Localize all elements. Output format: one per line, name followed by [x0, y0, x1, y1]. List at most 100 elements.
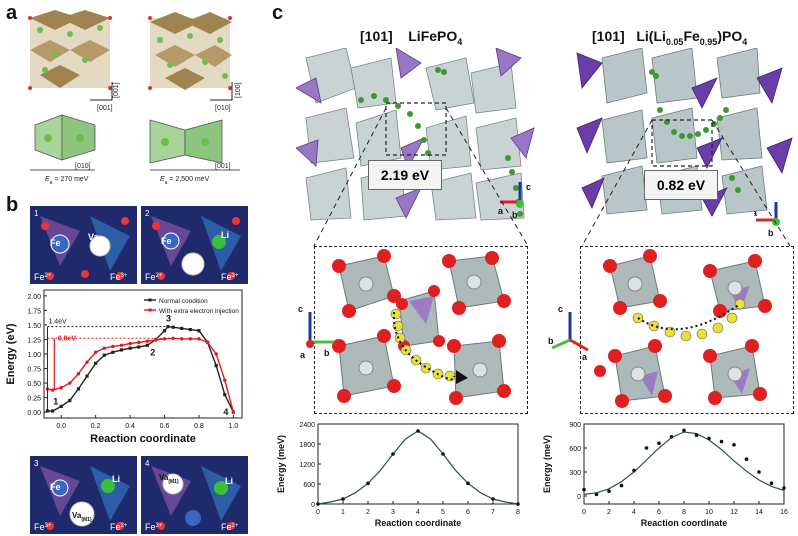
ion-label: Fe3+	[110, 272, 128, 282]
data-point	[171, 325, 175, 329]
axis-triad-zoom-right: c b a	[548, 304, 589, 360]
plot-frame	[583, 423, 785, 505]
data-point	[94, 361, 98, 365]
data-point	[50, 388, 55, 392]
state-number: 1	[53, 396, 58, 406]
data-point	[85, 360, 89, 364]
series-line	[47, 325, 235, 413]
inset-number: 1	[34, 209, 39, 218]
inset-1: 1 Fe Va(M1) Fe2+ Fe3+	[30, 206, 137, 284]
data-point	[719, 439, 724, 444]
svg-text:a: a	[582, 352, 588, 360]
data-point	[466, 481, 470, 486]
octahedra-right	[149, 119, 223, 164]
activation-energy-left: Ea = 270 meV	[45, 176, 89, 186]
y-tick-label: 1.75	[27, 308, 41, 315]
x-tick-label: 0	[316, 509, 320, 516]
axis-triad-c-left-top: c a b	[498, 182, 531, 220]
axis-label: [001]	[97, 105, 113, 112]
data-point	[197, 337, 201, 341]
data-point	[59, 386, 63, 390]
data-point	[491, 497, 495, 501]
x-tick-label: 8	[516, 509, 520, 516]
data-point	[154, 338, 158, 342]
svg-text:a: a	[498, 206, 504, 216]
inset-number: 2	[145, 209, 150, 218]
svg-text:a: a	[754, 208, 758, 218]
zoom-guide-lines	[313, 107, 791, 247]
inset-2: 2 Fe Li Fe2+ Fe3+	[141, 206, 248, 284]
legend-marker	[148, 298, 152, 302]
data-point	[162, 329, 167, 333]
data-point	[416, 429, 420, 433]
x-tick-label: 0.8	[194, 423, 204, 430]
axis-label: [001]	[113, 82, 120, 98]
data-point	[111, 350, 115, 354]
data-point	[45, 409, 50, 413]
panel-b-letter: b	[6, 194, 19, 216]
y-axis-label: Energy (meV)	[276, 435, 286, 493]
crystal-structure-a-right	[148, 12, 232, 90]
y-tick-label: 900	[569, 422, 581, 429]
data-point	[694, 433, 699, 437]
data-point	[128, 346, 132, 350]
x-tick-label: 0.2	[91, 423, 101, 430]
legend-marker	[148, 308, 152, 312]
x-axis-label: Reaction coordinate	[641, 518, 728, 528]
y-tick-label: 0.50	[27, 381, 41, 388]
ion-label: Fe2+	[145, 272, 163, 282]
data-point	[682, 428, 686, 433]
state-number: 4	[223, 407, 228, 417]
data-point	[93, 350, 98, 354]
atom-label: Li	[112, 474, 120, 484]
data-point	[76, 372, 81, 376]
structure-title-left: [101] LiFePO4	[360, 28, 463, 47]
data-point	[111, 344, 115, 349]
structure-title-right: [101] Li(Li0.05Fe0.95)PO4	[592, 28, 748, 47]
data-point	[85, 374, 89, 378]
x-tick-label: 10	[705, 509, 713, 516]
state-number: 3	[166, 314, 171, 324]
barrier-annotation: 0.8eV	[58, 335, 77, 342]
axis-label: [001]	[215, 163, 231, 170]
panel-a-structures: [001] [001] [010] [100] [010] Ea = 270 m…	[28, 10, 242, 186]
data-point	[782, 486, 786, 490]
data-point	[180, 326, 184, 330]
x-tick-label: 0.0	[56, 423, 66, 430]
y-axis-label: Energy (meV)	[542, 435, 552, 493]
data-point	[188, 337, 193, 341]
axis-indicator-a-left	[90, 82, 113, 101]
data-point	[119, 348, 124, 352]
data-point	[391, 452, 395, 456]
x-tick-label: 6	[466, 509, 470, 516]
ion-label: Fe3+	[145, 522, 163, 532]
x-tick-label: 1	[341, 509, 345, 516]
zoom-box-right	[580, 246, 794, 414]
data-point	[632, 468, 636, 473]
data-point	[68, 398, 72, 403]
svg-text:b: b	[548, 336, 554, 346]
data-point	[197, 329, 201, 333]
fit-curve	[583, 431, 785, 495]
atom-label: Va(M1)	[159, 473, 179, 485]
data-point	[145, 343, 149, 347]
panel-b-insets-top: 1 Fe Va(M1) Fe2+ Fe3+ 2 Fe Li Fe2+ Fe3+	[30, 206, 248, 284]
data-point	[744, 457, 749, 461]
data-point	[214, 352, 218, 356]
y-tick-label: 2.00	[27, 294, 41, 301]
legend-label: Normal condition	[159, 298, 208, 305]
inset-number: 4	[145, 459, 150, 468]
atom-label: Fe	[50, 482, 61, 492]
data-point	[594, 492, 599, 497]
data-point	[102, 346, 106, 350]
state-number: 2	[150, 347, 155, 357]
data-point	[669, 435, 674, 439]
data-point	[316, 502, 320, 506]
x-tick-label: 5	[441, 509, 445, 516]
data-point	[644, 446, 649, 450]
y-tick-label: 0.25	[27, 396, 41, 403]
data-point	[582, 487, 586, 492]
data-point	[188, 327, 192, 332]
